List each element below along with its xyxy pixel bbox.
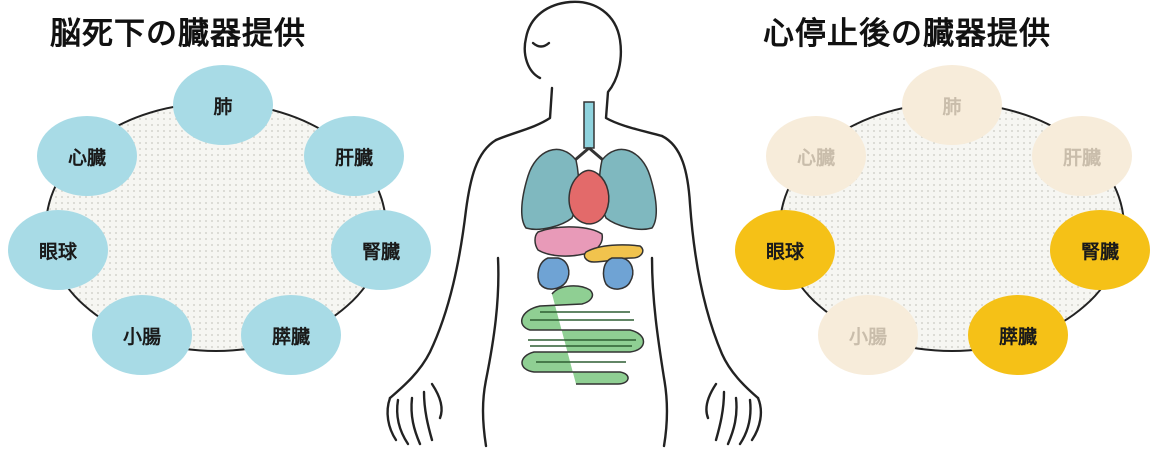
left-kidney bbox=[538, 258, 569, 289]
heart-organ bbox=[569, 170, 609, 224]
right-torso-outline bbox=[652, 258, 667, 446]
trachea bbox=[575, 102, 603, 160]
neck-left-outline bbox=[496, 88, 552, 140]
closed-eye-icon bbox=[533, 43, 549, 47]
left-torso-outline bbox=[483, 258, 498, 446]
right-kidney bbox=[604, 258, 633, 289]
right-arm-outline bbox=[662, 136, 758, 398]
small-intestine-organ bbox=[522, 286, 644, 384]
left-arm-outline bbox=[390, 140, 496, 398]
